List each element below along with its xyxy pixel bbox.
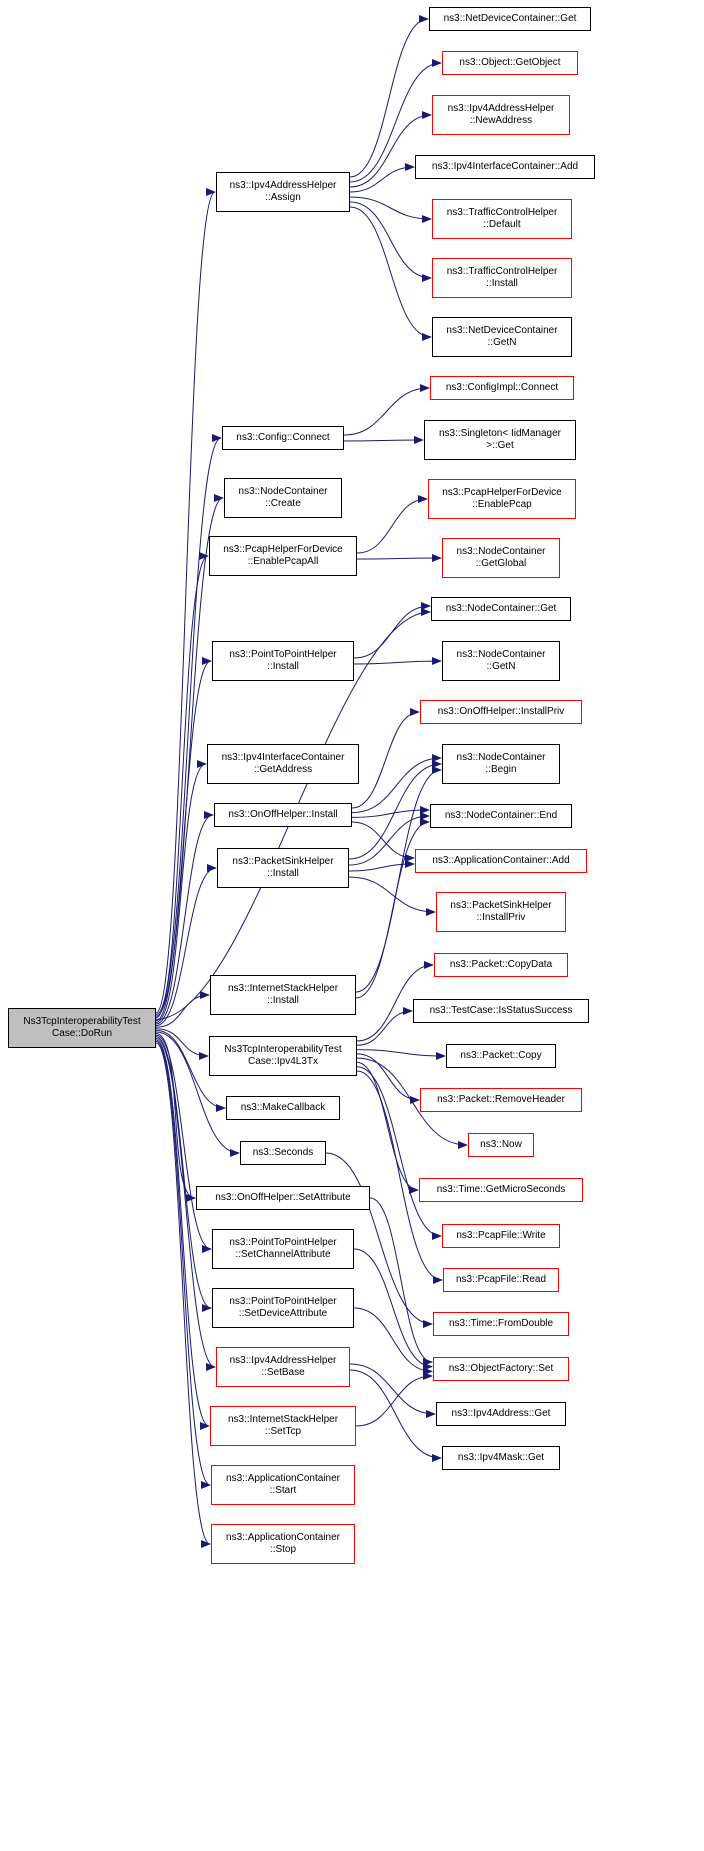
edge-setBase-ipv4AddrGet (349, 1363, 436, 1418)
node-assign[interactable]: ns3::Ipv4AddressHelper ::Assign (216, 172, 350, 212)
edge-p2pInstall-ncGetN (353, 657, 442, 666)
node-ifaceAdd[interactable]: ns3::Ipv4InterfaceContainer::Add (415, 155, 595, 179)
edge-sinkInstall-acAdd (348, 860, 415, 872)
node-ncGetN[interactable]: ns3::NodeContainer ::GetN (442, 641, 560, 681)
edge-doRun-enablePcapAll (155, 552, 209, 1019)
edge-doRun-ifaceGetAddress (155, 760, 207, 1023)
edge-doRun-appStart (155, 1040, 211, 1489)
node-ndcGet[interactable]: ns3::NetDeviceContainer::Get (429, 7, 591, 31)
node-ndcGetN[interactable]: ns3::NetDeviceContainer ::GetN (432, 317, 572, 357)
node-enablePcapAll[interactable]: ns3::PcapHelperForDevice ::EnablePcapAll (209, 536, 357, 576)
edge-doRun-stackInstall (155, 991, 210, 1028)
node-tchInstall[interactable]: ns3::TrafficControlHelper ::Install (432, 258, 572, 298)
node-singletonGet[interactable]: ns3::Singleton< IidManager >::Get (424, 420, 576, 460)
node-makeCallback[interactable]: ns3::MakeCallback (226, 1096, 340, 1120)
node-ipv4MaskGet[interactable]: ns3::Ipv4Mask::Get (442, 1446, 560, 1470)
node-ncEnd[interactable]: ns3::NodeContainer::End (430, 804, 572, 828)
node-setDevAttr[interactable]: ns3::PointToPointHelper ::SetDeviceAttri… (212, 1288, 354, 1328)
edge-enablePcapAll-getGlobal (356, 554, 442, 563)
edge-onoffSetAttr-ofSet (369, 1197, 433, 1366)
node-p2pInstall[interactable]: ns3::PointToPointHelper ::Install (212, 641, 354, 681)
edge-setBase-ipv4MaskGet (349, 1369, 442, 1462)
node-ofSet[interactable]: ns3::ObjectFactory::Set (433, 1357, 569, 1381)
node-removeHeader[interactable]: ns3::Packet::RemoveHeader (420, 1088, 582, 1112)
node-setChanAttr[interactable]: ns3::PointToPointHelper ::SetChannelAttr… (212, 1229, 354, 1269)
node-ncCreate[interactable]: ns3::NodeContainer ::Create (224, 478, 342, 518)
node-stackInstall[interactable]: ns3::InternetStackHelper ::Install (210, 975, 356, 1015)
edge-ipv4L3Tx-getMicroSeconds (356, 1061, 419, 1194)
node-pcapRead[interactable]: ns3::PcapFile::Read (443, 1268, 559, 1292)
edge-setDevAttr-ofSet (353, 1307, 433, 1376)
edge-doRun-onoffInstall (155, 811, 214, 1025)
node-configConnect[interactable]: ns3::Config::Connect (222, 426, 344, 450)
edge-assign-tchInstall (349, 201, 432, 282)
node-pcapWrite[interactable]: ns3::PcapFile::Write (442, 1224, 560, 1248)
edge-doRun-setChanAttr (155, 1034, 212, 1253)
edge-onoffInstall-ncEnd (351, 806, 430, 818)
edge-doRun-p2pInstall (155, 657, 212, 1022)
edge-doRun-onoffSetAttr (155, 1033, 196, 1202)
node-getGlobal[interactable]: ns3::NodeContainer ::GetGlobal (442, 538, 560, 578)
node-sinkInstall[interactable]: ns3::PacketSinkHelper ::Install (217, 848, 349, 888)
node-tchDefault[interactable]: ns3::TrafficControlHelper ::Default (432, 199, 572, 239)
edge-stackInstall-ncBegin (355, 766, 442, 993)
edge-onoffInstall-onoffInstallPriv (351, 708, 420, 809)
node-isStatusSuccess[interactable]: ns3::TestCase::IsStatusSuccess (413, 999, 589, 1023)
node-enablePcap[interactable]: ns3::PcapHelperForDevice ::EnablePcap (428, 479, 576, 519)
edge-ipv4L3Tx-removeHeader (356, 1053, 420, 1104)
node-onoffInstallPriv[interactable]: ns3::OnOffHelper::InstallPriv (420, 700, 582, 724)
edge-ipv4L3Tx-isStatusSuccess (356, 1007, 413, 1046)
edge-setChanAttr-ofSet (353, 1248, 433, 1371)
node-configImplConnect[interactable]: ns3::ConfigImpl::Connect (430, 376, 574, 400)
edge-assign-ndcGet (349, 15, 429, 178)
edge-doRun-assign (155, 188, 216, 1014)
node-doRun[interactable]: Ns3TcpInteroperabilityTest Case::DoRun (8, 1008, 156, 1048)
node-ipv4L3Tx[interactable]: Ns3TcpInteroperabilityTest Case::Ipv4L3T… (209, 1036, 357, 1076)
edge-doRun-sinkInstall (155, 864, 217, 1027)
node-getObject[interactable]: ns3::Object::GetObject (442, 51, 578, 75)
edge-setTcp-ofSet (355, 1372, 433, 1427)
node-copyData[interactable]: ns3::Packet::CopyData (434, 953, 568, 977)
edge-ipv4L3Tx-packetCopy (356, 1049, 446, 1060)
edge-enablePcapAll-enablePcap (356, 495, 428, 554)
edge-doRun-configConnect (155, 434, 222, 1016)
node-fromDouble[interactable]: ns3::Time::FromDouble (433, 1312, 569, 1336)
node-ipv4AddrGet[interactable]: ns3::Ipv4Address::Get (436, 1402, 566, 1426)
node-newAddress[interactable]: ns3::Ipv4AddressHelper ::NewAddress (432, 95, 570, 135)
node-acAdd[interactable]: ns3::ApplicationContainer::Add (415, 849, 587, 873)
node-setTcp[interactable]: ns3::InternetStackHelper ::SetTcp (210, 1406, 356, 1446)
node-ncBegin[interactable]: ns3::NodeContainer ::Begin (442, 744, 560, 784)
node-appStart[interactable]: ns3::ApplicationContainer ::Start (211, 1465, 355, 1505)
node-ifaceGetAddress[interactable]: ns3::Ipv4InterfaceContainer ::GetAddress (207, 744, 359, 784)
edge-doRun-setTcp (155, 1039, 210, 1430)
edge-doRun-ipv4L3Tx (155, 1028, 209, 1060)
node-ncGet[interactable]: ns3::NodeContainer::Get (431, 597, 571, 621)
edge-onoffInstall-ncBegin (351, 754, 442, 814)
node-seconds[interactable]: ns3::Seconds (240, 1141, 326, 1165)
edge-assign-ndcGetN (349, 206, 432, 341)
edge-sinkInstall-ncBegin (348, 760, 442, 860)
node-getMicroSeconds[interactable]: ns3::Time::GetMicroSeconds (419, 1178, 583, 1202)
edge-configConnect-singletonGet (343, 436, 424, 445)
node-setBase[interactable]: ns3::Ipv4AddressHelper ::SetBase (216, 1347, 350, 1387)
edge-assign-ifaceAdd (349, 163, 415, 193)
edge-assign-tchDefault (349, 196, 432, 223)
node-sinkInstallPriv[interactable]: ns3::PacketSinkHelper ::InstallPriv (436, 892, 566, 932)
node-onoffInstall[interactable]: ns3::OnOffHelper::Install (214, 803, 352, 827)
edge-doRun-setDevAttr (155, 1036, 212, 1312)
edge-configConnect-configImplConnect (343, 384, 430, 436)
node-onoffSetAttr[interactable]: ns3::OnOffHelper::SetAttribute (196, 1186, 370, 1210)
node-appStop[interactable]: ns3::ApplicationContainer ::Stop (211, 1524, 355, 1564)
edge-sinkInstall-sinkInstallPriv (348, 876, 436, 916)
node-packetCopy[interactable]: ns3::Packet::Copy (446, 1044, 556, 1068)
edge-p2pInstall-ncGet (353, 602, 431, 659)
edge-onoffInstall-acAdd (351, 821, 415, 862)
node-now[interactable]: ns3::Now (468, 1133, 534, 1157)
edge-doRun-appStop (155, 1042, 211, 1548)
